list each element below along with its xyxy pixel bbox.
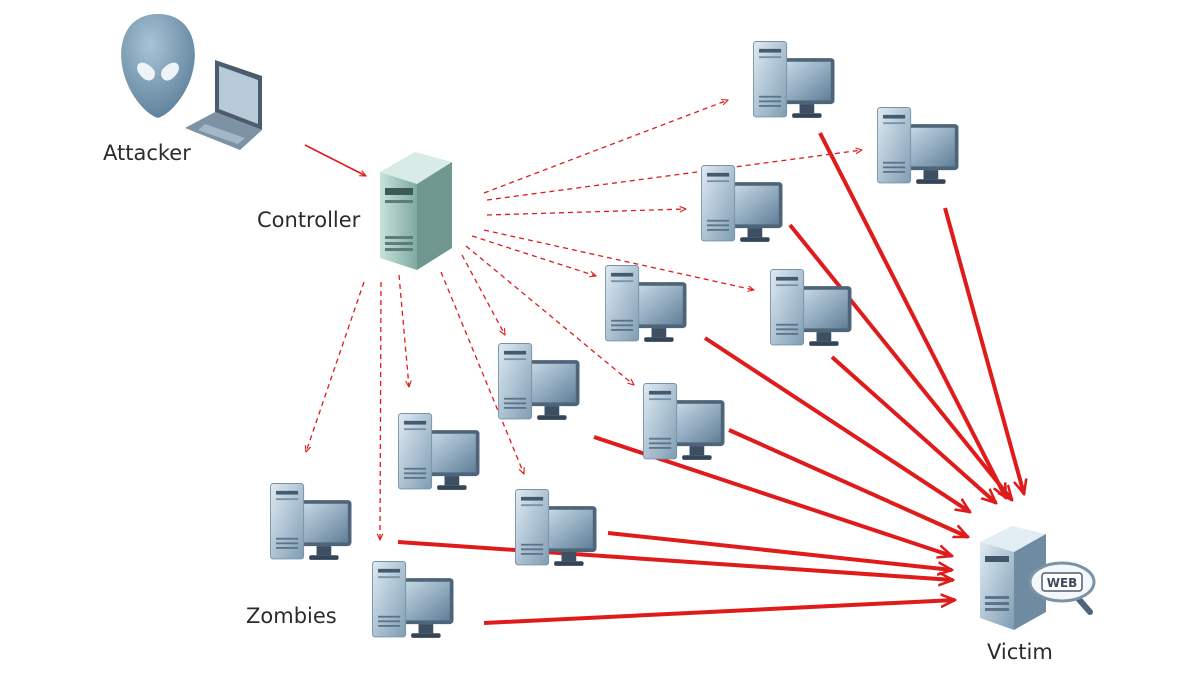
zombie-computers [270, 41, 959, 639]
desktop-computer-icon [877, 107, 959, 185]
command-arrow [461, 254, 505, 335]
attacker-label: Attacker [103, 141, 191, 165]
command-arrow [486, 209, 686, 216]
attack-arrows [397, 132, 1024, 625]
command-arrow [471, 235, 596, 276]
command-arrow [306, 281, 365, 452]
command-arrow [440, 271, 524, 474]
victim-label: Victim [987, 640, 1053, 664]
controller-label: Controller [257, 208, 361, 232]
magnifier-web-icon: WEB [1028, 561, 1096, 615]
attack-arrow [728, 428, 968, 539]
desktop-computer-icon [498, 343, 580, 421]
attacker-to-controller-arrow [304, 144, 366, 177]
command-arrow [486, 150, 862, 201]
command-arrows [306, 100, 862, 540]
desktop-computer-icon [270, 483, 352, 561]
attack-arrow [607, 531, 952, 570]
command-arrow [483, 100, 728, 194]
alien-attacker-icon [121, 14, 195, 118]
desktop-computer-icon [770, 269, 852, 347]
attack-arrow [788, 223, 1012, 500]
attack-arrow [943, 207, 1024, 494]
command-arrow [465, 245, 634, 385]
desktop-computer-icon [753, 41, 835, 119]
attack-arrow [818, 132, 1008, 498]
attack-arrow [483, 600, 955, 625]
desktop-computer-icon [372, 561, 454, 639]
desktop-computer-icon [605, 265, 687, 343]
zombies-label: Zombies [246, 604, 337, 628]
web-badge-text: WEB [1047, 576, 1078, 590]
command-arrow [483, 229, 754, 290]
laptop-icon [185, 60, 262, 150]
attack-arrow [703, 336, 970, 512]
attack-arrow [830, 355, 996, 503]
server-tower-icon [380, 152, 452, 270]
attack-arrow [397, 540, 953, 580]
desktop-computer-icon [398, 413, 480, 491]
desktop-computer-icon [701, 165, 783, 243]
desktop-computer-icon [643, 383, 725, 461]
command-arrow [398, 274, 409, 387]
command-arrow [380, 281, 381, 540]
